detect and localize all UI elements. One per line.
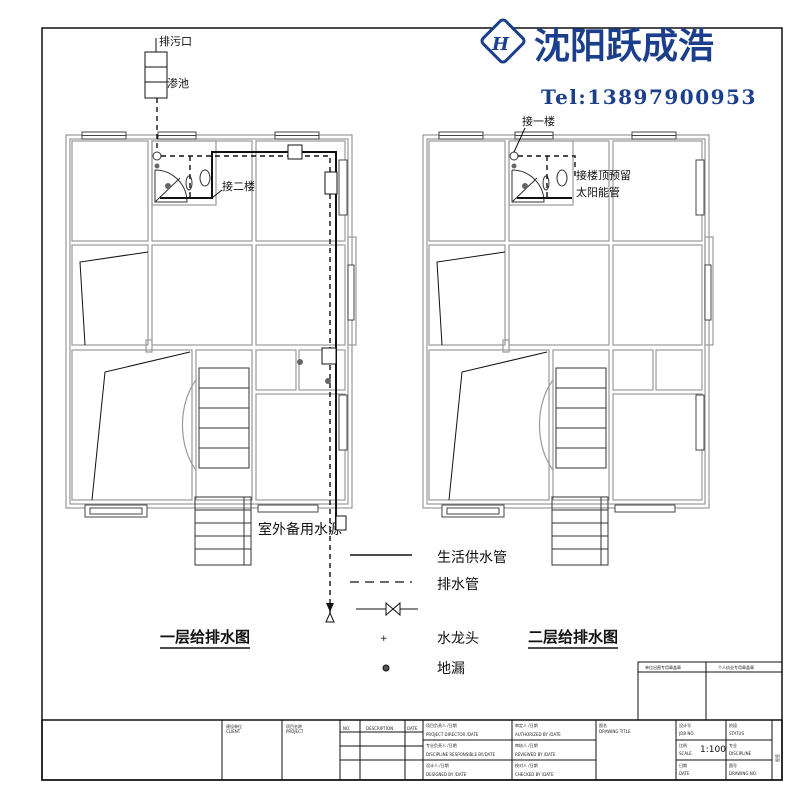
tb-description: DESCRIPTION <box>366 726 393 731</box>
tb-project: PROJECT <box>286 729 304 734</box>
tb-drawing-title-cn: 图名 <box>599 722 607 728</box>
title-block <box>41 719 783 781</box>
legend-valve-icon <box>356 601 418 617</box>
legend-label: 水龙头 <box>437 631 479 647</box>
tb-status-cn: 阶段 <box>729 722 737 728</box>
stamp-label: 个人执业专用章盖章 <box>718 664 754 670</box>
supply-pipe <box>160 151 337 525</box>
label-solar-2: 太阳能管 <box>576 185 620 199</box>
label-to-floor-1: 接一楼 <box>522 114 555 128</box>
tb-client-cn: 建设单位 <box>226 723 242 729</box>
tb-client: CLIENT <box>226 729 241 734</box>
drain-pipe <box>161 155 331 625</box>
label-backup-water: 室外备用水源 <box>258 521 342 538</box>
plan-title-1: 一层给排水图 <box>160 628 250 646</box>
tb-drawing-title: DRAWING TITLE <box>599 729 631 734</box>
tb-no: NO. <box>343 726 350 731</box>
legend: 生活供水管 排水管 + 水龙头 地漏 <box>350 550 507 677</box>
tb-scale-value: 1:100 <box>700 745 726 755</box>
tb-job-no-cn: 设计号 <box>679 722 691 728</box>
label-to-floor-2: 接二楼 <box>222 179 255 193</box>
tb-date: DATE <box>679 771 690 776</box>
tb-reviewed: REVIEWED BY /DATE <box>515 752 556 757</box>
tb-authorized: AUTHORIZED BY /DATE <box>515 732 561 737</box>
stamp-label: 单位出图专用章盖章 <box>645 664 681 670</box>
tb-discipline-resp-cn: 专业负责人 /日期 <box>426 742 457 748</box>
plan-title-2: 二层给排水图 <box>528 628 618 646</box>
tb-discipline-resp: DISCIPLINE RESPONSIBLE BY/DATE <box>426 752 495 757</box>
tb-discipline-cn: 专业 <box>729 742 737 748</box>
legend-label: 地漏 <box>437 661 465 677</box>
legend-label: 排水管 <box>437 577 479 593</box>
tb-drawing-no-cn: 图号 <box>729 762 737 768</box>
brand-phone: Tel:13897900953 <box>541 85 757 109</box>
label-tank: 渗池 <box>167 76 189 90</box>
tb-status: STATUS <box>729 731 744 736</box>
tb-designed: DESIGNED BY /DATE <box>426 772 467 777</box>
legend-plus-icon: + <box>380 634 388 644</box>
tb-director-cn: 项目负责人 /日期 <box>426 722 457 728</box>
label-outlet: 排污口 <box>159 34 192 48</box>
legend-label: 生活供水管 <box>437 550 507 566</box>
tb-discipline: DISCIPLINE <box>729 751 752 756</box>
brand-name: 沈阳跃成浩 <box>534 25 714 67</box>
tb-reviewed-cn: 审核人 /日期 <box>515 742 538 748</box>
tb-date-cn: 日期 <box>679 762 687 768</box>
stamp-box <box>637 661 783 721</box>
tb-drawing-no: DRAWING NO. <box>729 771 757 776</box>
tb-scale-cn: 比例 <box>679 742 687 748</box>
legend-dot-icon <box>382 664 390 672</box>
septic-tank <box>144 51 168 99</box>
diamond-h-logo-icon <box>480 18 526 64</box>
floor-plan-2: 接一楼 接楼顶预留 太阳能管 二层给排水图 <box>422 114 714 649</box>
tb-job-no: JOB NO. <box>678 731 695 736</box>
tb-side: 图签 <box>774 754 780 762</box>
tb-project-cn: 项目名称 <box>286 723 302 729</box>
tb-director: PROJECT DIRECTOR /DATE <box>426 732 479 737</box>
label-solar-1: 接楼顶预留 <box>576 168 631 182</box>
tb-checked: CHECKED BY /DATE <box>515 772 554 777</box>
floor-plan-1: 排污口 渗池 接二楼 室外备用水源 一层给排水图 <box>65 34 357 649</box>
brand-logo: H 沈阳跃成浩 Tel:13897900953 <box>480 18 757 109</box>
tb-checked-cn: 校对人 /日期 <box>515 762 538 768</box>
svg-text:H: H <box>491 34 510 55</box>
tb-authorized-cn: 审定人 /日期 <box>515 722 538 728</box>
tb-date-col: DATE <box>407 726 418 731</box>
tb-scale: SCALE <box>679 751 692 756</box>
tb-designed-cn: 设计人 /日期 <box>426 762 449 768</box>
